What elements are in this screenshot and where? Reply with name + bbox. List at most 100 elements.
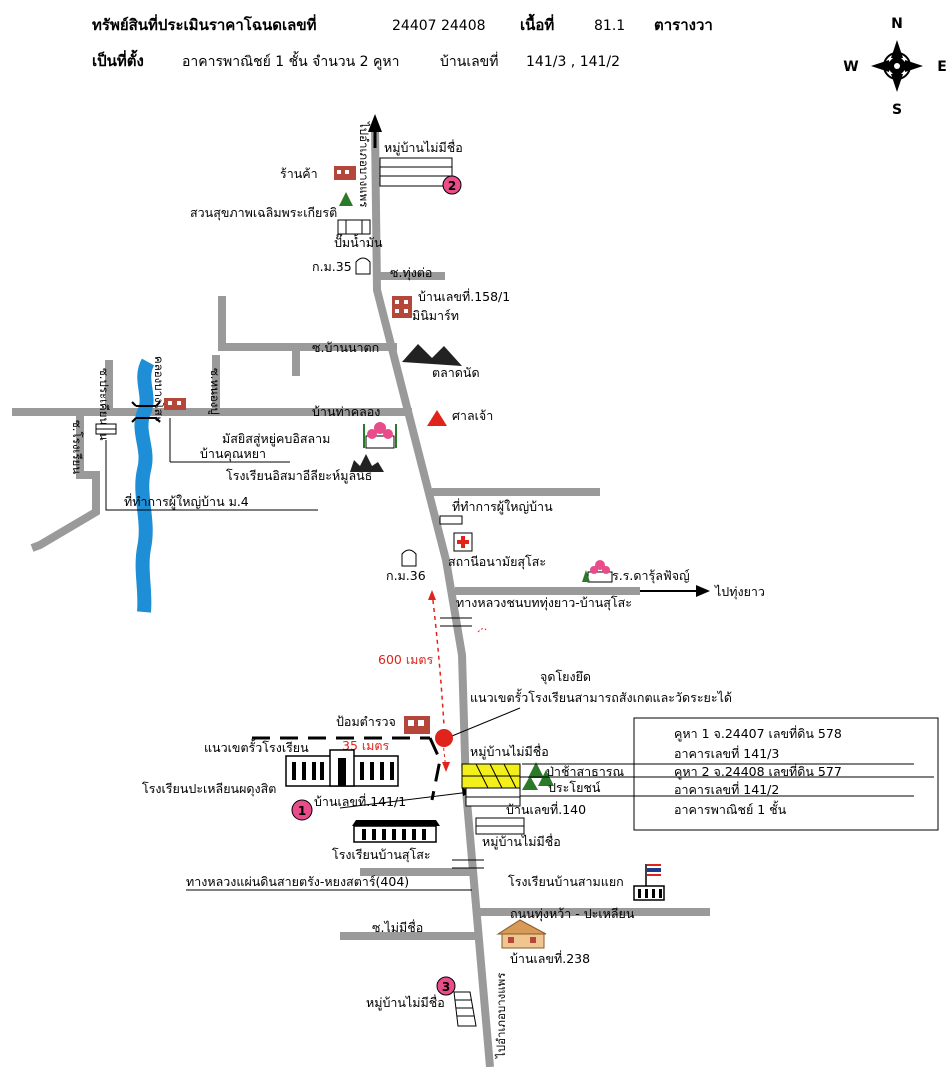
info-row-3: คูหา 2 จ.24408 เลขที่ดิน 577: [674, 763, 842, 780]
road-label-left-3: ซ.โรงเรียน: [70, 420, 84, 474]
house-141-1-label: บ้านเลขที่.141/1: [314, 793, 406, 809]
public-land2-label: ประโยชน์: [548, 780, 601, 795]
school-samyaek-label: โรงเรียนบ้านสามแยก: [508, 874, 624, 889]
headman-office-m4-label: ที่ทำการผู้ใหญ่บ้าน ม.4: [124, 493, 249, 510]
shop-label: ร้านค้า: [280, 166, 318, 181]
header-line1-label: ทรัพย์สินที่ประเมินราคาโฉนดเลขที่: [92, 14, 317, 34]
police-box-label: ป้อมตำรวจ: [336, 714, 396, 729]
islamic-school-icon: [350, 454, 384, 472]
ban-khunya-label: บ้านคุณหยา: [200, 446, 266, 462]
islamic-school-label: โรงเรียนอิสมาอีลียะห์มูลนิธิ: [226, 468, 372, 484]
header-house-no-value: 141/3 , 141/2: [526, 54, 620, 70]
hospital-icon: [453, 532, 473, 552]
header: ทรัพย์สินที่ประเมินราคาโฉนดเลขที่ 24407 …: [92, 13, 713, 70]
building-icon: [392, 296, 412, 318]
minimart-label: มินิมาร์ท: [412, 308, 459, 323]
north-arrow-icon: [368, 114, 382, 132]
main-road: [371, 127, 494, 1067]
road-label-left-2: ซ.หนองปู: [208, 368, 222, 415]
house-158-label: บ้านเลขที่.158/1: [418, 288, 510, 304]
school-icon: [633, 885, 665, 901]
health-station-label: สถานีอนามัยสุโสะ: [448, 554, 546, 570]
tree-icon: [522, 762, 554, 790]
landmark-desc: แนวเขตรั้วโรงเรียนสามารถสังเกตและวัดระยะ…: [470, 688, 732, 705]
compass-e: E: [937, 59, 947, 75]
header-area-label: เนื้อที่: [520, 13, 554, 34]
health-station: สถานีอนามัยสุโสะ: [448, 532, 546, 570]
property-parcel-icon: [461, 763, 521, 789]
bridge-icon: [131, 401, 161, 423]
village-top: หมู่บ้านไม่มีชื่อ 2: [379, 139, 463, 195]
distance-600-label: 600 เมตร: [378, 652, 433, 667]
header-line2-label: เป็นที่ตั้ง: [92, 49, 144, 70]
house-238-label: บ้านเลขที่.238: [510, 950, 590, 966]
police-box-icon: [404, 716, 430, 734]
school-samyaek: โรงเรียนบ้านสามแยก: [508, 864, 665, 901]
park-label: สวนสุขภาพเฉลิมพระเกียรติ: [190, 205, 337, 221]
house-icon: [164, 398, 186, 410]
info-row-5: อาคารพาณิชย์ 1 ชั้น: [674, 800, 787, 817]
headman-office: ที่ทำการผู้ใหญ่บ้าน: [439, 498, 553, 525]
park: สวนสุขภาพเฉลิมพระเกียรติ ปั๊มน้ำมัน: [190, 192, 383, 250]
shrine-icon: [427, 410, 447, 426]
school-palian-label: โรงเรียนปะเหลียนผดุงสิต: [142, 781, 276, 797]
marker-1-label: 1: [298, 804, 306, 818]
distance-600: 600 เมตร: [378, 590, 487, 727]
thungto-label: ซ.ทุ่งต่อ: [390, 265, 432, 281]
info-box: คูหา 1 จ.24407 เลขที่ดิน 578 อาคารเลขที่…: [520, 717, 939, 831]
river: [134, 358, 155, 613]
school-daru-label: ร.ร.ดารุ้ลฟัจญ์: [612, 568, 690, 584]
header-building-desc: อาคารพาณิชย์ 1 ชั้น จำนวน 2 คูหา: [182, 51, 399, 70]
compass-w: W: [843, 59, 858, 75]
market-label: ตลาดนัด: [432, 365, 480, 380]
school-fence-label: แนวเขตรั้วโรงเรียน: [204, 738, 309, 755]
police-box: ป้อมตำรวจ: [336, 714, 430, 734]
row-houses-icon: [453, 991, 477, 1027]
school-suso-label: โรงเรียนบ้านสุโสะ: [332, 847, 431, 863]
shrine-label: ศาลเจ้า: [452, 408, 493, 423]
landmark: จุดโยงยึด แนวเขตรั้วโรงเรียนสามารถสังเกต…: [435, 669, 732, 747]
shrine: ศาลเจ้า: [427, 408, 493, 426]
village-bottom: 3 หมู่บ้านไม่มีชื่อ: [366, 976, 477, 1027]
bannatok-label: ซ.บ้านนาตก: [312, 340, 379, 355]
school-daru: ร.ร.ดารุ้ลฟัจญ์: [582, 560, 690, 584]
highway-label: ทางหลวงแผ่นดินสายตรัง-หยงสตาร์(404): [186, 874, 409, 889]
thungwa-label: ถนนทุ่งหว้า - ปะเหลียน: [510, 906, 635, 922]
km-post-icon: [355, 257, 371, 275]
km-post-icon: [401, 549, 417, 567]
km36-label: ก.ม.36: [386, 568, 426, 583]
info-row-2: อาคารเลขที่ 141/3: [674, 745, 779, 761]
headman-office-label: ที่ทำการผู้ใหญ่บ้าน: [452, 498, 553, 515]
header-area-unit: ตารางวา: [654, 16, 713, 34]
landmark-label: จุดโยงยึด: [540, 669, 591, 685]
to-thungyao-label: ไปทุ่งยาว: [714, 584, 765, 600]
khlong-label: คลองบางโสะ: [152, 356, 166, 422]
compass-s: S: [892, 102, 902, 118]
village-no-name-bottom-label: หมู่บ้านไม่มีชื่อ: [366, 994, 445, 1011]
road-network: [12, 114, 710, 1067]
school-suso: โรงเรียนบ้านสุโสะ: [332, 820, 440, 863]
landmark-point-icon: [435, 729, 453, 747]
header-area-value: 81.1: [594, 18, 625, 34]
marker-3: [436, 976, 456, 996]
market-icon: [402, 344, 462, 366]
rural-road-label: ทางหลวงชนบททุ่งยาว-บ้านสุโสะ: [456, 595, 632, 611]
school-icon: [285, 749, 399, 787]
subject-property: หมู่บ้านไม่มีชื่อ บ้านเลขที่.140 ป่าช้าส…: [461, 743, 624, 850]
banthakhlong-label: บ้านท่าคลอง: [312, 404, 380, 419]
marker-1: [291, 799, 313, 821]
km35: ก.ม.35: [312, 257, 371, 275]
road-label-south: ไปอำเภอบางแพร: [494, 973, 508, 1059]
mosque-icon: [363, 422, 397, 449]
soi-no-name-label: ซ.ไม่มีชื่อ: [372, 919, 423, 935]
shop-icon: [334, 166, 356, 180]
compass-n: N: [891, 16, 903, 32]
village-no-name-low-label: หมู่บ้านไม่มีชื่อ: [482, 833, 561, 850]
marker-2: [442, 175, 462, 195]
mosque: มัสยิสสู่หยู่คบอิสลาม โรงเรียนอิสมาอีลีย…: [222, 422, 397, 484]
marker-2-label: 2: [448, 179, 456, 193]
office-icon: [95, 423, 117, 435]
headman-office-m4: ที่ทำการผู้ใหญ่บ้าน ม.4: [95, 423, 318, 511]
mosque-icon: [582, 560, 613, 583]
